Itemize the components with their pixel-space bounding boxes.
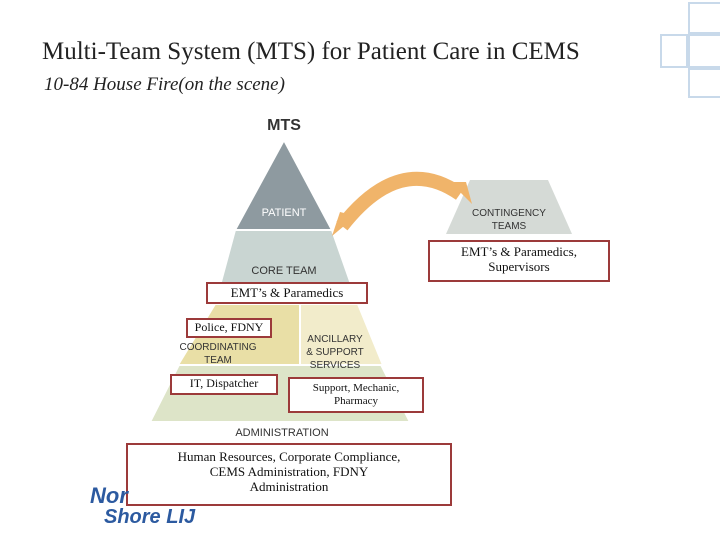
contingency-label-2: TEAMS xyxy=(492,221,527,232)
admin-members-line-1: Human Resources, Corporate Compliance, xyxy=(177,449,401,464)
contingency-label-1: CONTINGENCY xyxy=(472,208,546,219)
decor-square-2 xyxy=(660,34,688,68)
it-dispatcher-line: IT, Dispatcher xyxy=(189,376,259,390)
core-team-label: CORE TEAM xyxy=(251,265,316,277)
contingency-members-line-2: Supervisors xyxy=(488,258,550,274)
core-members-box: EMT’s & Paramedics xyxy=(206,282,368,304)
core-members-line: EMT’s & Paramedics xyxy=(230,285,344,300)
ancillary-label-2: & SUPPORT xyxy=(306,347,364,358)
admin-members-line-3: Administration xyxy=(249,478,329,494)
ancillary-label-1: ANCILLARY xyxy=(307,334,363,345)
patient-label: PATIENT xyxy=(262,207,307,219)
contingency-members-box: EMT’s & Paramedics, Supervisors xyxy=(428,240,610,282)
decor-square-4 xyxy=(688,68,720,98)
patient-tier xyxy=(233,137,334,231)
slide-subtitle: 10-84 House Fire(on the scene) xyxy=(44,74,285,95)
coordinating-members-box: Police, FDNY xyxy=(186,318,272,338)
admin-members-box: Human Resources, Corporate Compliance, C… xyxy=(126,443,452,506)
contingency-members-line-1: EMT’s & Paramedics, xyxy=(461,244,577,259)
ancillary-members-box: Support, Mechanic, Pharmacy xyxy=(288,377,424,413)
coordinating-members-line: Police, FDNY xyxy=(194,320,264,334)
arrow-body xyxy=(336,171,465,231)
decor-square-1 xyxy=(688,2,720,34)
mts-label: MTS xyxy=(267,117,301,134)
decor-square-3 xyxy=(688,34,720,68)
ancillary-label-3: SERVICES xyxy=(310,360,361,371)
ancillary-members-line-2: Pharmacy xyxy=(334,394,378,407)
north-shore-lij-logo: Nor Shore LIJ xyxy=(88,484,208,534)
contingency-teams-shape xyxy=(446,180,572,234)
logo-line-1: Nor xyxy=(90,483,128,508)
ancillary-members-line-1: Support, Mechanic, xyxy=(312,382,400,394)
logo-line-2: Shore LIJ xyxy=(104,506,196,528)
coordinating-label-1: COORDINATING xyxy=(179,342,256,353)
coordinating-label-2: TEAM xyxy=(204,355,232,366)
arrow-head-right xyxy=(450,182,472,204)
arrow-head-left xyxy=(332,212,356,236)
it-dispatcher-box: IT, Dispatcher xyxy=(170,374,278,395)
administration-label: ADMINISTRATION xyxy=(235,427,328,439)
admin-members-line-2: CEMS Administration, FDNY xyxy=(209,463,369,479)
slide-title: Multi-Team System (MTS) for Patient Care… xyxy=(42,38,580,65)
